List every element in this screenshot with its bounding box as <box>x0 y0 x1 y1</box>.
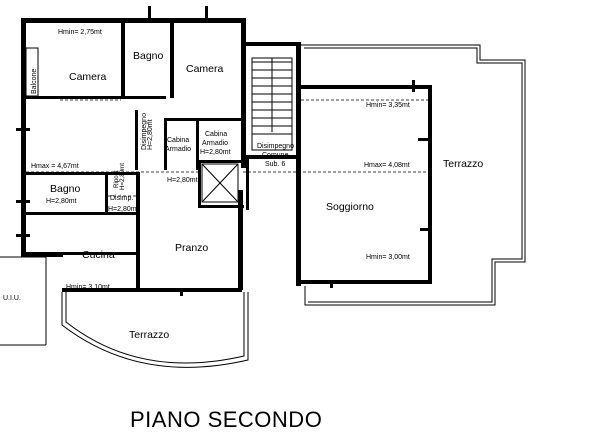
floor-title: PIANO SECONDO <box>130 407 322 432</box>
label-disimpegno-left: Disimpegno <box>141 113 148 150</box>
label-cabina-right-1: Cabina <box>205 131 227 138</box>
elevator-shaft <box>201 163 239 203</box>
staircase <box>251 57 293 151</box>
label-bagno-left: Bagno <box>50 183 81 195</box>
label-hmax-408: Hmax= 4,08mt <box>364 162 410 169</box>
label-bagno-left-h: H=2,80mt <box>46 198 77 205</box>
label-ripost: Ripost <box>113 170 120 188</box>
label-ripost-h: H=2,80mt <box>119 163 126 190</box>
label-cabina-left-1: Cabina <box>167 137 189 144</box>
label-disimpegno-comune-3: Sub. 6 <box>265 161 285 168</box>
window-marks <box>16 6 430 296</box>
label-cucina: Cucina <box>82 249 115 261</box>
label-soggiorno: Soggiorno <box>326 201 374 213</box>
label-bagno-top: Bagno <box>133 50 164 62</box>
label-hmin-300: Hmin= 3,00mt <box>366 254 410 261</box>
label-balcone: Balcone <box>31 69 38 94</box>
label-cabina-right-h: H=2,80mt <box>200 149 231 156</box>
label-cabina-right-2: Armadio <box>202 140 228 147</box>
interior-walls <box>26 18 249 290</box>
terrace-right-outline <box>301 44 526 306</box>
label-uiu: U.I.U. <box>3 295 21 302</box>
label-disimpegno-left-h: H=2,80mt <box>147 119 154 150</box>
label-hmin-275: Hmin= 2,75mt <box>58 29 102 36</box>
uiu-block <box>0 256 47 346</box>
label-camera-left: Camera <box>69 71 107 83</box>
label-disimpegno-comune-2: Comune <box>262 152 289 159</box>
label-disimpegno-comune-1: Disimpegno <box>257 143 294 150</box>
room-labels: Camera Bagno Camera Balcone Disimpegno H… <box>3 50 483 341</box>
label-hmin-310: Hmin= 3,10mt <box>66 284 110 291</box>
label-pranzo: Pranzo <box>175 242 208 254</box>
height-labels: Hmin= 2,75mt Hmin= 3,35mt Hmax = 4,67mt … <box>31 29 410 291</box>
label-disimp-h: H=2,80mt <box>108 206 139 213</box>
label-hmax-467: Hmax = 4,67mt <box>31 163 79 170</box>
label-terrazzo-bottom: Terrazzo <box>129 329 169 341</box>
label-cabina-left-2: Armadio <box>165 146 191 153</box>
balcone-area <box>25 47 39 97</box>
label-hmin-335: Hmin= 3,35mt <box>366 102 410 109</box>
exterior-walls <box>21 18 432 292</box>
label-corridor-h: H=2,80mt <box>167 177 198 184</box>
label-terrazzo-right: Terrazzo <box>443 158 483 170</box>
label-camera-right: Camera <box>186 63 224 75</box>
label-disimp: Disimp. <box>110 195 133 202</box>
dashed-lines <box>26 99 428 197</box>
terrace-bottom-outline <box>61 292 249 368</box>
